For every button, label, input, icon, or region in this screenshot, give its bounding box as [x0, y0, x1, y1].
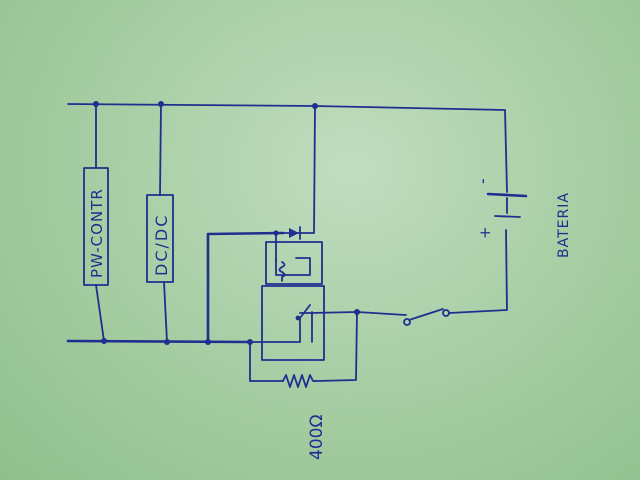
dc-dc-box	[146, 194, 174, 283]
relay-coil-housing	[265, 241, 323, 285]
bottom-rail-wire	[66, 339, 252, 344]
dc-dc-wire	[159, 103, 168, 343]
top-rail-wire	[67, 103, 508, 193]
pw-contr-wire	[95, 103, 105, 342]
coil-icon	[275, 232, 311, 282]
battery-plus-label: +	[476, 226, 494, 239]
battery-icon	[486, 192, 528, 218]
switch-to-battery-wire	[448, 229, 508, 314]
battery-label: BATERIA	[556, 192, 572, 258]
pw-contr-label: PW-CONTR	[88, 188, 106, 278]
junction-dots	[93, 101, 360, 345]
resistor-value-label: 400Ω	[307, 415, 327, 460]
relay-contact-icon	[249, 304, 358, 343]
diode-feed-wire	[206, 231, 285, 344]
resistor-icon	[282, 374, 317, 388]
diode-to-rail-wire	[299, 105, 316, 234]
relay-housing	[261, 285, 325, 361]
diode-icon	[282, 226, 301, 240]
resistor-wire	[249, 311, 358, 382]
switch-icon	[403, 308, 450, 326]
dc-dc-label: DC/DC	[152, 214, 171, 276]
pw-contr-box	[83, 167, 109, 286]
switch-wire	[356, 311, 407, 316]
battery-minus-label: -	[473, 178, 492, 184]
